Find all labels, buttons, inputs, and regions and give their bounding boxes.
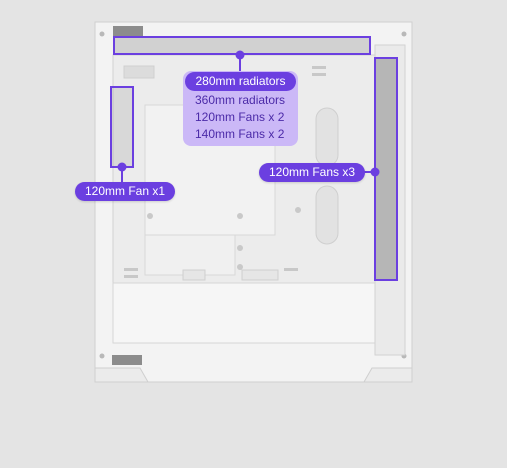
screw <box>99 353 105 359</box>
standoff <box>237 213 243 219</box>
case-foot-right <box>363 367 413 383</box>
io-slot <box>123 65 155 79</box>
vent <box>312 73 326 76</box>
connector-dot-icon <box>235 50 245 60</box>
cable-grommet <box>315 185 339 245</box>
case-foot-left <box>94 367 149 383</box>
psu-shroud <box>112 282 376 344</box>
connector-dot-icon <box>117 162 127 172</box>
vent <box>284 268 298 271</box>
standoff <box>295 207 301 213</box>
tray-slot <box>182 269 206 281</box>
screw <box>401 31 407 37</box>
vent <box>124 268 138 271</box>
screw <box>99 31 105 37</box>
connector-dot-icon <box>370 167 380 177</box>
tray-slot <box>241 269 279 281</box>
top-mount-item: 120mm Fans x 2 <box>195 110 285 124</box>
standoff <box>237 245 243 251</box>
rear-fan-highlight <box>110 86 134 168</box>
top-mount-item: 140mm Fans x 2 <box>195 127 285 141</box>
vent <box>312 66 326 69</box>
bottom-strip-dark <box>112 355 142 365</box>
tray-lower-cutout <box>144 234 236 276</box>
top-mount-callout: 280mm radiators 360mm radiators 120mm Fa… <box>183 71 298 146</box>
top-mount-item: 360mm radiators <box>195 93 286 107</box>
standoff <box>237 264 243 270</box>
cable-grommet <box>315 107 339 167</box>
top-mount-title: 280mm radiators <box>185 72 296 91</box>
front-panel <box>374 44 406 356</box>
rear-fan-callout: 120mm Fan x1 <box>75 182 176 201</box>
front-fans-callout: 120mm Fans x3 <box>259 163 366 182</box>
vent <box>124 275 138 278</box>
top-strip-dark <box>113 26 143 36</box>
standoff <box>147 213 153 219</box>
